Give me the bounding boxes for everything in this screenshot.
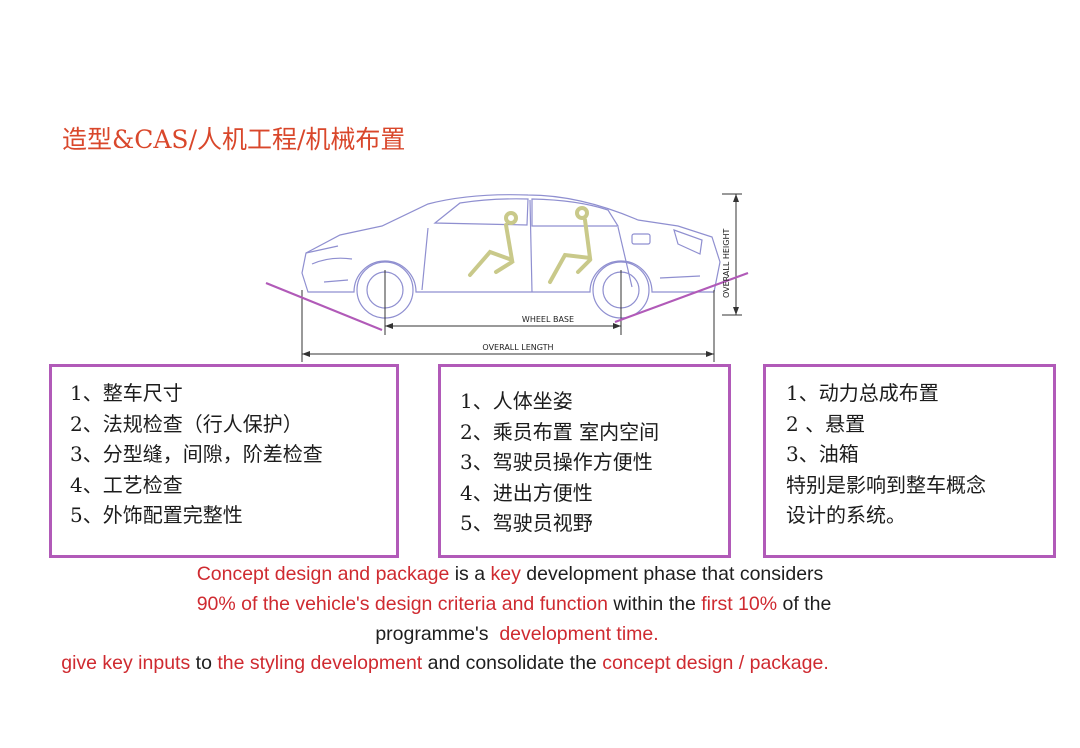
list-item: 4、工艺检查 bbox=[70, 472, 183, 497]
caption-line-2: 90% of the vehicle's design criteria and… bbox=[0, 593, 1054, 616]
caption-line-1: Concept design and package is a key deve… bbox=[0, 563, 1050, 586]
caption-text: within the bbox=[608, 593, 702, 615]
caption-highlight: first 10% bbox=[701, 593, 778, 615]
dimension-lines bbox=[301, 193, 742, 362]
list-item: 1、人体坐姿 bbox=[460, 389, 573, 413]
approach-angle-lines bbox=[265, 271, 749, 332]
overall-length-label: OVERALL LENGTH bbox=[482, 343, 553, 352]
vehicle-package-diagram: WHEEL BASE OVERALL LENGTH OVERALL HEIGHT bbox=[265, 193, 749, 362]
caption-highlight: give key inputs bbox=[61, 652, 191, 674]
caption-text: development phase that considers bbox=[520, 563, 824, 585]
list-item: 5、驾驶员视野 bbox=[460, 511, 593, 535]
list-item: 设计的系统。 bbox=[786, 503, 906, 527]
mannequin-figures bbox=[468, 206, 593, 284]
list-item: 5、外饰配置完整性 bbox=[70, 503, 243, 527]
caption-text: programme's bbox=[375, 623, 500, 645]
list-item: 3、分型缝，间隙，阶差检查 bbox=[70, 442, 323, 466]
list-item: 2、乘员布置 室内空间 bbox=[460, 419, 660, 444]
list-item: 3、驾驶员操作方便性 bbox=[460, 450, 653, 474]
caption-text: of the bbox=[777, 593, 832, 615]
caption-highlight: Concept design and package bbox=[196, 563, 450, 585]
wheel-base-label: WHEEL BASE bbox=[522, 315, 574, 324]
overall-height-label: OVERALL HEIGHT bbox=[722, 229, 731, 298]
caption-highlight: 90% of the vehicle's design criteria and… bbox=[196, 593, 608, 615]
caption-highlight: key bbox=[490, 563, 521, 585]
mechanical-layout-box: 1、动力总成布置 2 、悬置 3、油箱 特别是影响到整车概念 设计的系统。 bbox=[763, 364, 1056, 558]
caption-highlight: development time. bbox=[499, 623, 659, 645]
list-item: 2、法规检查（行人保护） bbox=[70, 411, 303, 436]
caption-highlight: concept design / package. bbox=[602, 652, 829, 674]
list-item: 2 、悬置 bbox=[786, 411, 866, 436]
list-item: 1、动力总成布置 bbox=[786, 381, 939, 405]
dimensions-checks-box: 1、整车尺寸 2、法规检查（行人保护） 3、分型缝，间隙，阶差检查 4、工艺检查… bbox=[49, 364, 399, 558]
list-item: 3、油箱 bbox=[786, 442, 859, 466]
caption-line-3: programme's development time. bbox=[0, 623, 1057, 646]
list-item: 特别是影响到整车概念 bbox=[786, 472, 986, 497]
caption-text: and consolidate the bbox=[422, 652, 603, 674]
caption-text: is a bbox=[449, 563, 491, 585]
list-item: 1、整车尺寸 bbox=[70, 381, 183, 405]
caption-highlight: the styling development bbox=[217, 652, 423, 674]
list-item: 4、进出方便性 bbox=[460, 480, 593, 505]
caption-line-4: give key inputs to the styling developme… bbox=[0, 652, 985, 675]
ergonomics-box: 1、人体坐姿 2、乘员布置 室内空间 3、驾驶员操作方便性 4、进出方便性 5、… bbox=[438, 364, 731, 558]
page-title: 造型&CAS/人机工程/机械布置 bbox=[62, 125, 406, 154]
dimension-arrows bbox=[302, 194, 739, 357]
caption-text: to bbox=[190, 652, 218, 674]
